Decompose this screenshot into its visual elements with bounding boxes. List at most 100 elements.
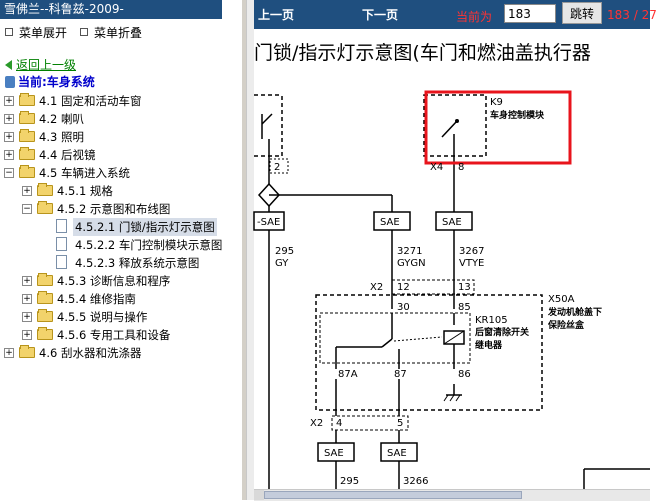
wire-295-bottom-label: 295 [340,476,359,487]
expand-icon[interactable]: + [4,96,14,106]
x2-bottom-label: X2 [310,418,323,429]
k9-highlight-box [424,90,572,165]
wire-3267-label: 3267 [459,246,484,257]
folder-icon [19,147,35,160]
page-number-input[interactable] [504,4,556,23]
x2-connector-top [391,279,475,295]
diagram-title: 门锁/指示灯示意图(车门和燃油盖执行器 [254,42,591,64]
current-page-label: 当前为 [456,10,493,24]
pin-85: 85 [458,302,471,313]
sae-bottom-left-label: SAE [324,448,344,459]
sae-left-label: -SAE [257,217,280,228]
pin-87: 87 [394,369,407,380]
wire-295-label: 295 [275,246,294,257]
expand-icon[interactable]: + [22,186,32,196]
kr105-name-line2: 继电器 [475,339,503,351]
menu-expand-icon [5,28,13,36]
scroll-left-button[interactable] [254,490,264,500]
pin-13: 13 [458,282,471,293]
pin-8: 8 [458,162,464,173]
document-icon [56,255,67,269]
pin-86: 86 [458,369,471,380]
wire-vtye-label: VTYE [459,258,484,269]
x50a-fuse-box [315,294,543,411]
folder-icon [19,93,35,106]
x4-label: X4 [430,162,443,173]
wire-gygn-label: GYGN [397,258,426,269]
menu-collapse-button[interactable]: 菜单折叠 [80,24,142,41]
document-icon [56,219,67,233]
open-folder-icon [37,201,53,214]
relay-linkage [393,336,443,342]
expand-icon[interactable]: + [22,330,32,340]
kr105-label: KR105 [475,315,508,326]
folder-icon [37,183,53,196]
kr105-relay-box [319,312,471,364]
document-icon [56,237,67,251]
wiring-diagram: 门锁/指示灯示意图(车门和燃油盖执行器 2 -SAE SAE SAE K9 车身… [253,42,650,489]
page-total: 183 / 27 [607,8,657,22]
relay-coil-diag [443,330,465,345]
open-folder-icon [19,165,35,178]
wire-3266-label: 3266 [403,476,428,487]
collapse-icon[interactable]: − [4,168,14,178]
expand-icon[interactable]: + [4,132,14,142]
x2-top-label: X2 [370,282,383,293]
vertical-scrollbar[interactable] [246,0,255,500]
left-module-box [254,94,283,157]
switch-left-contact [261,113,273,125]
back-arrow-icon [5,60,12,70]
k9-switch-pivot [455,119,459,123]
pin-4: 4 [336,418,342,429]
folder-icon [37,273,53,286]
ground-hatch-2 [449,394,455,402]
collapse-icon[interactable]: − [22,204,32,214]
back-link[interactable]: 返回上一级 [5,56,76,73]
globe-icon [5,76,15,88]
sae-middle-label: SAE [380,217,400,228]
expand-icon[interactable]: + [22,276,32,286]
relay-contact [381,338,393,348]
pin-2: 2 [274,162,280,173]
folder-icon [37,327,53,340]
k9-module-box [423,94,487,157]
wire-gy-label: GY [275,258,289,269]
prev-page-button[interactable]: 上一页 [258,8,295,22]
wire-3271-label: 3271 [397,246,422,257]
next-page-button[interactable]: 下一页 [362,8,399,22]
pin-5: 5 [397,418,403,429]
x2-connector-bottom [331,415,409,431]
pin-87a: 87A [338,369,358,380]
left-pane: 雪佛兰--科鲁兹-2009- 菜单展开 菜单折叠 返回上一级 当前:车身系统 +… [0,0,242,500]
expand-icon[interactable]: + [22,312,32,322]
folder-icon [19,129,35,142]
current-section: 当前:车身系统 [5,73,95,90]
kr105-name-line1: 后窗清除开关 [475,326,529,338]
expand-icon[interactable]: + [4,348,14,358]
sae-bottom-right-label: SAE [387,448,407,459]
expand-icon[interactable]: + [22,294,32,304]
ground-hatch-3 [455,394,461,402]
folder-icon [19,111,35,124]
pin-2-box [269,158,289,174]
k9-name: 车身控制模块 [490,109,545,121]
scroll-thumb[interactable] [264,491,522,499]
x50a-name-line1: 发动机舱盖下 [547,306,602,318]
sae-right-label: SAE [442,217,462,228]
wiring-diagram-viewer: 门锁/指示灯示意图(车门和燃油盖执行器 2 -SAE SAE SAE K9 车身… [253,29,650,489]
partial-box-right [583,468,650,489]
k9-label: K9 [490,97,503,108]
expand-icon[interactable]: + [4,150,14,160]
menu-expand-button[interactable]: 菜单展开 [5,24,67,41]
folder-icon [37,309,53,322]
k9-switch-blade [441,120,458,138]
x50a-name-line2: 保险丝盒 [547,319,585,331]
menu-collapse-icon [80,28,88,36]
pin-12: 12 [397,282,410,293]
x50a-label: X50A [548,294,575,305]
horizontal-scrollbar[interactable] [254,489,650,501]
expand-icon[interactable]: + [4,114,14,124]
pane-splitter[interactable] [242,0,246,500]
ground-hatch-1 [443,394,449,402]
jump-button[interactable]: 跳转 [562,2,602,24]
